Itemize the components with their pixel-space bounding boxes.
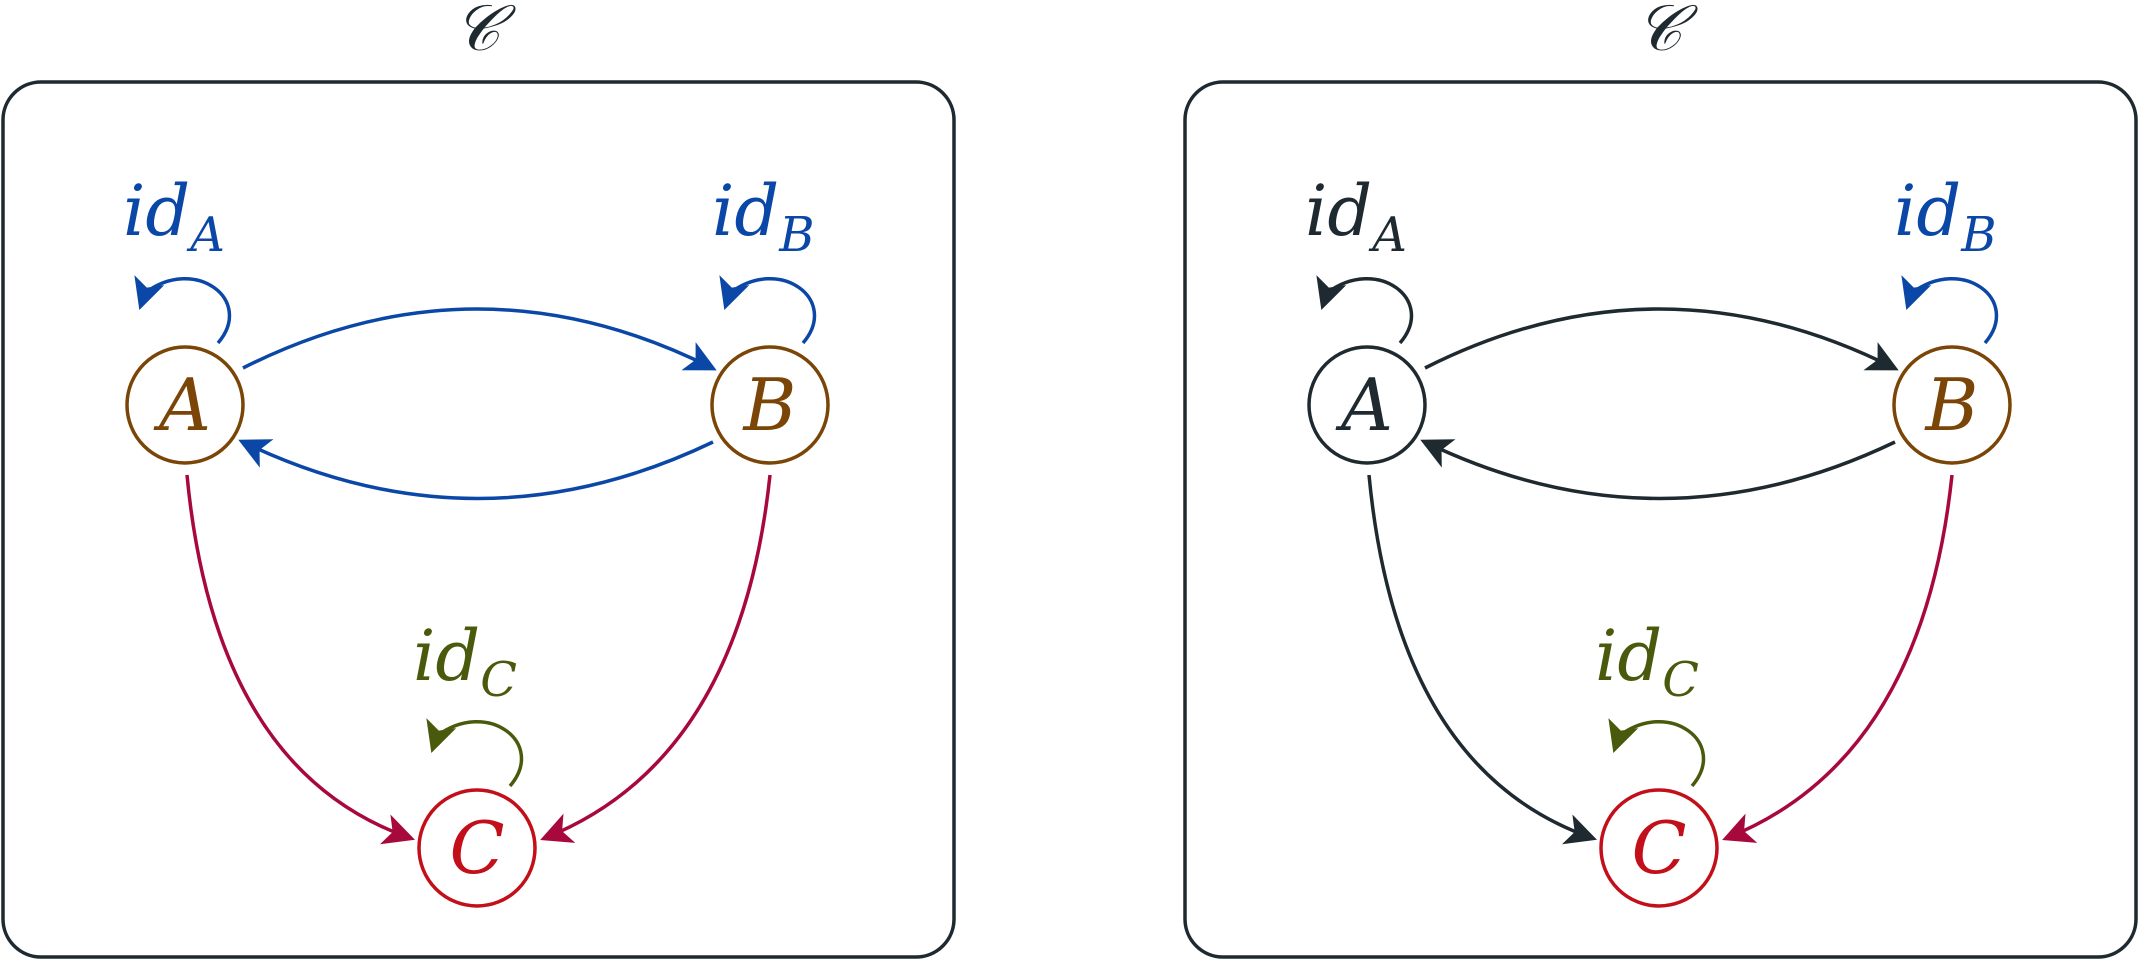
identity-subscript: A [1368,207,1407,263]
morphism-a-to-b [242,307,717,371]
identity-label-a: idA [1305,170,1407,263]
object-node-a: A [1307,345,1427,465]
category-frame [1183,80,2138,959]
morphism-b-to-c [540,474,772,843]
identity-prefix: id [123,170,190,252]
object-circle [125,345,245,465]
identity-prefix: id [1595,615,1662,697]
identity-prefix: id [1305,170,1372,252]
identity-subscript: B [1960,207,1996,263]
identity-label-b: idB [1894,170,1996,263]
identity-subscript: A [186,207,225,263]
object-node-c: C [417,788,537,908]
morphism-b-to-a [238,439,714,501]
object-label: C [449,806,504,890]
identity-loop-c [1608,718,1706,788]
category-label: 𝒞 [454,0,517,66]
object-label: C [1631,806,1686,890]
identity-subscript: C [480,652,517,708]
morphism-b-to-c [1722,474,1954,843]
object-circle [710,345,830,465]
object-circle [417,788,537,908]
morphism-b-to-a [1420,439,1896,501]
object-node-b: B [710,345,830,465]
object-node-c: C [1599,788,1719,908]
identity-label-b: idB [712,170,814,263]
identity-prefix: id [413,615,480,697]
identity-prefix: id [712,170,779,252]
identity-loop-b [719,275,817,345]
identity-prefix: id [1894,170,1961,252]
identity-loop-c [426,718,524,788]
identity-subscript: B [778,207,814,263]
identity-loop-a [1316,275,1414,345]
object-circle [1599,788,1719,908]
identity-subscript: C [1662,652,1699,708]
identity-label-a: idA [123,170,225,263]
category-label: 𝒞 [1636,0,1699,66]
identity-label-c: idC [1595,615,1699,708]
morphism-a-to-c [185,474,415,845]
object-circle [1307,345,1427,465]
morphism-a-to-c [1367,474,1597,845]
object-label: B [1924,363,1979,447]
object-node-a: A [125,345,245,465]
identity-label-c: idC [413,615,517,708]
object-node-b: B [1892,345,2012,465]
category-frame [1,80,956,959]
identity-loop-b [1901,275,1999,345]
object-label: A [153,363,211,447]
object-label: A [1335,363,1393,447]
object-circle [1892,345,2012,465]
object-label: B [742,363,797,447]
identity-loop-a [134,275,232,345]
morphism-a-to-b [1424,307,1899,371]
